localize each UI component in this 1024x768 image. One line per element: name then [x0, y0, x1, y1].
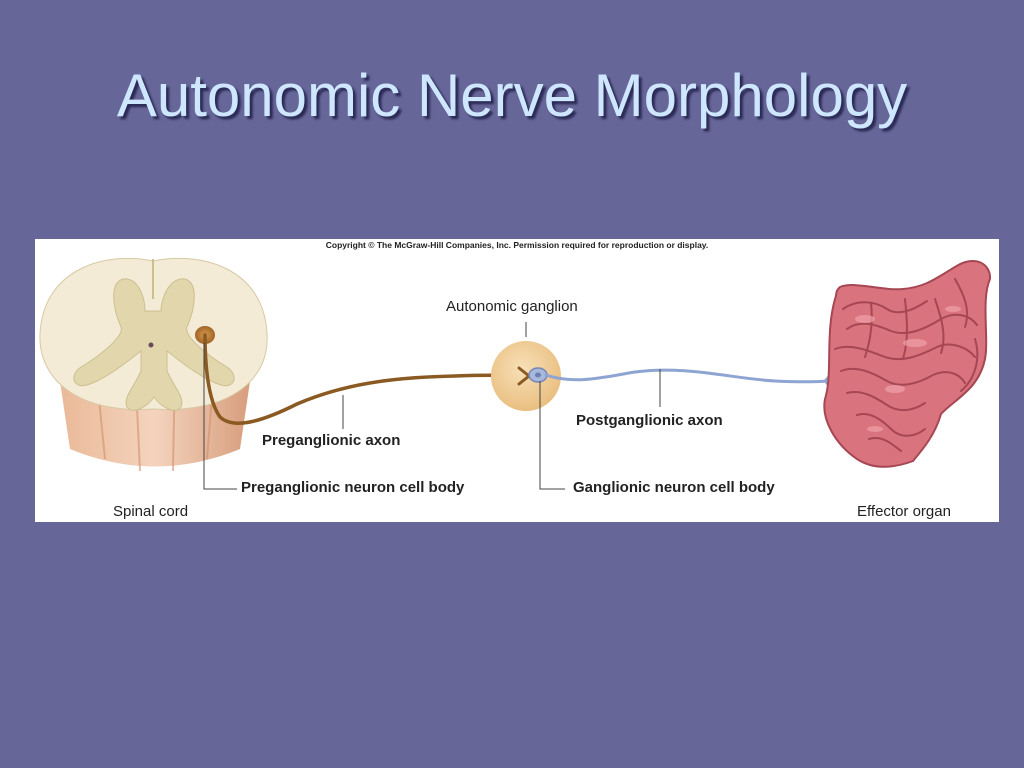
leader-lines — [203, 322, 661, 490]
gray-matter — [73, 278, 235, 411]
spinal-cord — [39, 257, 268, 472]
neuron-diagram-figure: Copyright © The McGraw-Hill Companies, I… — [35, 239, 999, 522]
ganglionic-neuron-cell-body — [528, 367, 548, 383]
effector-organ — [823, 260, 992, 468]
label-preganglionic-neuron-cell-body: Preganglionic neuron cell body — [241, 479, 465, 496]
slide-title: Autonomic Nerve Morphology — [116, 62, 908, 129]
autonomic-ganglion — [491, 341, 561, 411]
label-spinal-cord: Spinal cord — [113, 503, 189, 520]
label-effector-organ: Effector organ — [857, 503, 951, 520]
copyright-notice: Copyright © The McGraw-Hill Companies, I… — [325, 240, 709, 250]
label-autonomic-ganglion: Autonomic ganglion — [446, 298, 578, 315]
preganglionic-axon — [203, 333, 525, 425]
label-preganglionic-axon: Preganglionic axon — [262, 432, 401, 449]
neuron-diagram-svg — [39, 257, 992, 490]
postganglionic-axon — [544, 368, 830, 384]
label-ganglionic-neuron-cell-body: Ganglionic neuron cell body — [573, 479, 775, 496]
label-postganglionic-axon: Postganglionic axon — [576, 412, 723, 429]
